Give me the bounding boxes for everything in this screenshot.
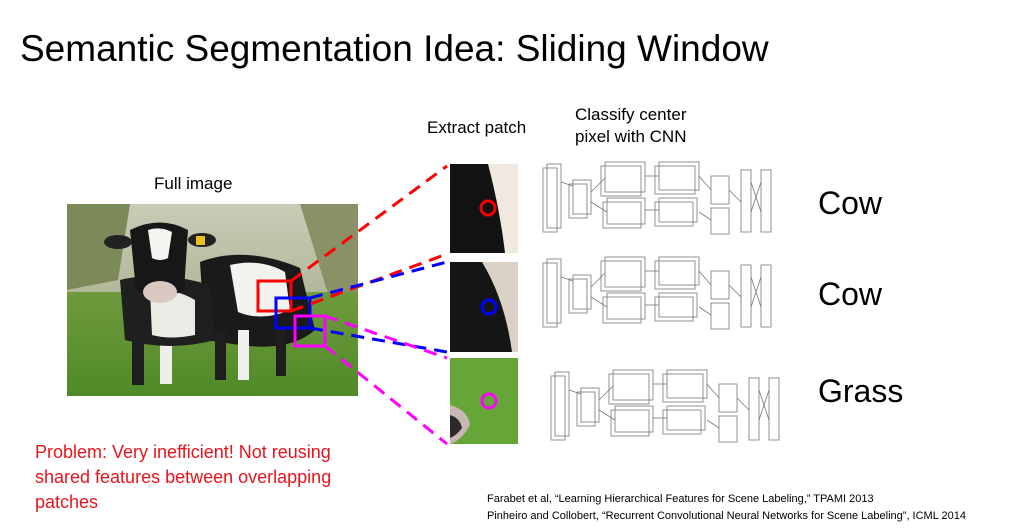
classify-label: Classify center pixel with CNN — [575, 104, 686, 148]
connector-red-top — [290, 164, 448, 283]
connector-blue-bottom — [309, 326, 448, 354]
patch-image-1 — [450, 164, 518, 253]
reference-2: Pinheiro and Collobert, “Recurrent Convo… — [487, 510, 966, 522]
extract-patch-label: Extract patch — [427, 118, 527, 137]
classify-label-line-2: pixel with CNN — [575, 127, 687, 146]
patch-box-magenta — [293, 314, 327, 348]
patch-image-2 — [450, 262, 518, 352]
cnn-diagram-2 — [542, 256, 772, 330]
class-label-1: Cow — [818, 185, 883, 221]
patch-box-blue — [274, 296, 312, 330]
connector-magenta-bottom — [324, 344, 448, 446]
reference-1: Farabet et al, “Learning Hierarchical Fe… — [487, 493, 874, 505]
references: Farabet et al, “Learning Hierarchical Fe… — [487, 491, 966, 525]
full-image-label: Full image — [154, 174, 233, 193]
full-image-photo — [67, 204, 358, 396]
connector-magenta-top — [324, 314, 448, 360]
connector-red-bottom — [290, 252, 448, 313]
slide-title: Semantic Segmentation Idea: Sliding Wind… — [20, 28, 769, 69]
class-label-3: Grass — [818, 373, 904, 409]
cnn-diagram-1 — [542, 161, 772, 235]
connector-blue-top — [309, 260, 448, 300]
cnn-diagram-3 — [550, 369, 780, 443]
problem-note: Problem: Very inefficient! Not reusing s… — [35, 442, 332, 512]
class-label-2: Cow — [818, 276, 883, 312]
classify-label-line-1: Classify center — [575, 105, 687, 124]
patch-image-3 — [450, 358, 518, 444]
